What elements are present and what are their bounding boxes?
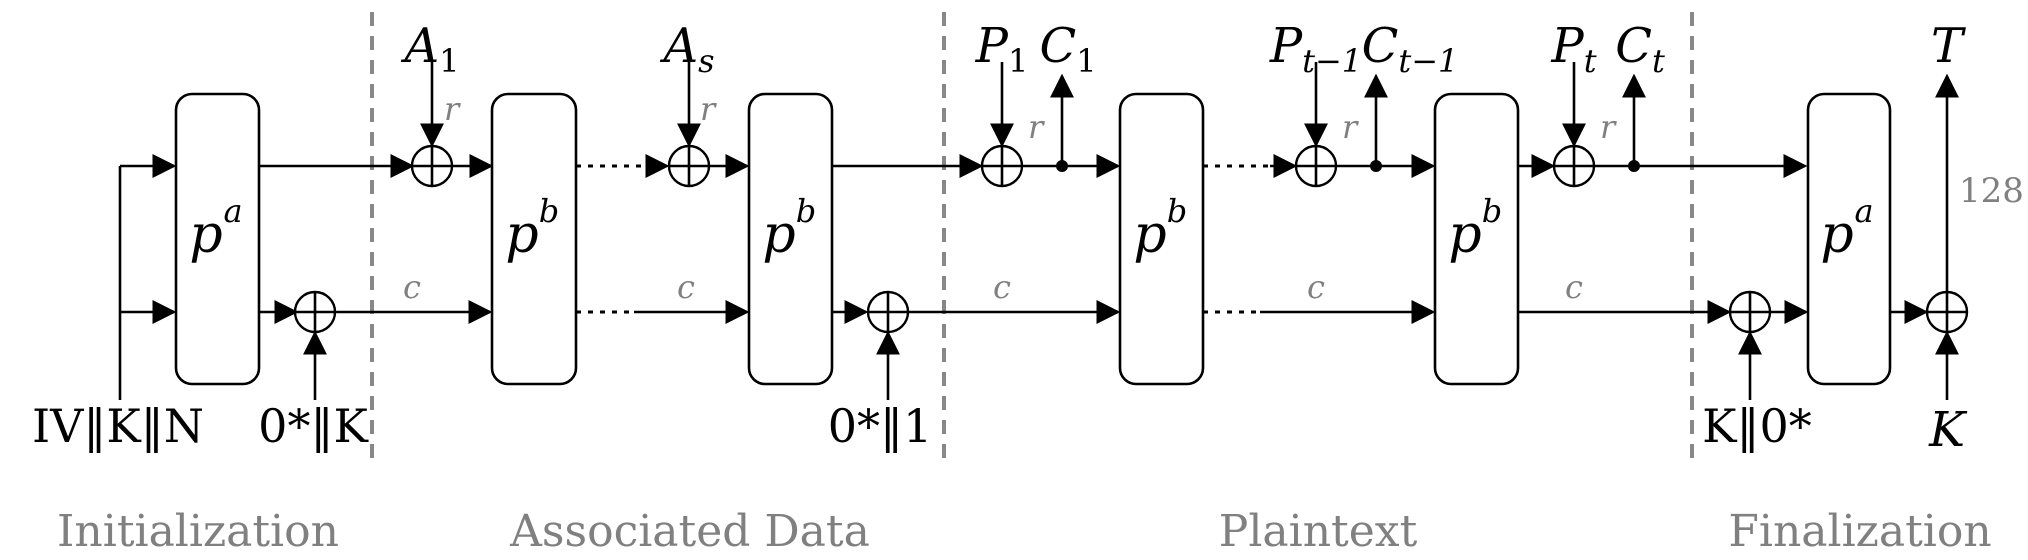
label-k-zero: K‖0* xyxy=(1702,399,1812,453)
perm-box-pb-ad2: p b xyxy=(747,92,834,386)
label-a1: A1 xyxy=(400,18,459,80)
input-labels: IV‖K‖N 0*‖K 0*‖1 K‖0* K xyxy=(32,399,1968,458)
capacity-label: c xyxy=(1565,268,1583,306)
perm-box-pb-ad1: p b xyxy=(490,92,578,386)
phase-label-plaintext: Plaintext xyxy=(1219,506,1418,557)
branch-dot xyxy=(1628,160,1640,172)
svg-text:p: p xyxy=(505,205,538,265)
branch-dot xyxy=(1056,160,1068,172)
label-ct: Ct xyxy=(1615,18,1665,80)
tag-size-label: 128 xyxy=(1959,171,2024,211)
label-zero-one: 0*‖1 xyxy=(828,399,933,453)
rate-label: r xyxy=(1600,108,1617,146)
label-pt: Pt xyxy=(1550,18,1596,80)
capacity-label: c xyxy=(677,268,695,306)
svg-text:b: b xyxy=(1482,192,1502,230)
label-tag: T xyxy=(1931,18,1966,74)
label-as: As xyxy=(659,18,714,80)
svg-text:a: a xyxy=(223,192,242,230)
svg-text:b: b xyxy=(1167,192,1187,230)
xor-node xyxy=(1728,290,1772,334)
perm-box-pb-pt2: p b xyxy=(1433,92,1520,386)
phase-label-initialization: Initialization xyxy=(57,506,339,557)
block-labels: A1 As P1 C1 Pt−1 Ct−1 Pt Ct T xyxy=(400,18,1966,80)
svg-text:p: p xyxy=(189,205,222,265)
xor-node xyxy=(1294,144,1338,188)
xor-node xyxy=(866,290,910,334)
capacity-label: c xyxy=(1307,268,1325,306)
svg-text:b: b xyxy=(796,192,816,230)
phase-label-finalization: Finalization xyxy=(1728,506,1991,557)
svg-text:a: a xyxy=(1854,192,1873,230)
phase-labels: Initialization Associated Data Plaintext… xyxy=(57,506,1992,557)
branch-points xyxy=(1056,160,1640,172)
label-ct-minus-1: Ct−1 xyxy=(1362,18,1459,80)
label-c1: C1 xyxy=(1039,18,1096,80)
svg-text:b: b xyxy=(539,192,559,230)
permutation-boxes: p a p b p b p b p b p a xyxy=(174,92,1892,386)
xor-nodes xyxy=(293,144,1969,334)
xor-node xyxy=(667,144,711,188)
label-key: K xyxy=(1928,402,1968,458)
wires xyxy=(118,62,1959,400)
rate-label: r xyxy=(1028,108,1045,146)
branch-dot xyxy=(1370,160,1382,172)
phase-separators xyxy=(370,12,1694,465)
label-zero-k: 0*‖K xyxy=(258,399,369,453)
label-p1: P1 xyxy=(975,18,1029,80)
perm-box-pb-pt1: p b xyxy=(1118,92,1205,386)
svg-text:p: p xyxy=(1820,205,1853,265)
svg-text:p: p xyxy=(762,205,795,265)
phase-label-associated-data: Associated Data xyxy=(509,506,870,557)
xor-node xyxy=(980,144,1024,188)
svg-text:p: p xyxy=(1133,205,1166,265)
svg-text:p: p xyxy=(1448,205,1481,265)
xor-node xyxy=(410,144,454,188)
label-iv-k-n: IV‖K‖N xyxy=(32,399,204,453)
capacity-label: c xyxy=(403,268,421,306)
rate-label: r xyxy=(1342,108,1359,146)
xor-node xyxy=(1925,290,1969,334)
rate-label: r xyxy=(444,90,461,128)
capacity-label: c xyxy=(993,268,1011,306)
rate-capacity-labels: r r r r r c c c c c 128 xyxy=(403,90,2024,306)
perm-box-pa-fin: p a xyxy=(1806,92,1892,386)
xor-node xyxy=(1552,144,1596,188)
label-pt-minus-1: Pt−1 xyxy=(1269,18,1362,80)
xor-node xyxy=(293,290,337,334)
rate-label: r xyxy=(700,90,717,128)
perm-box-pa-init: p a xyxy=(174,92,261,386)
